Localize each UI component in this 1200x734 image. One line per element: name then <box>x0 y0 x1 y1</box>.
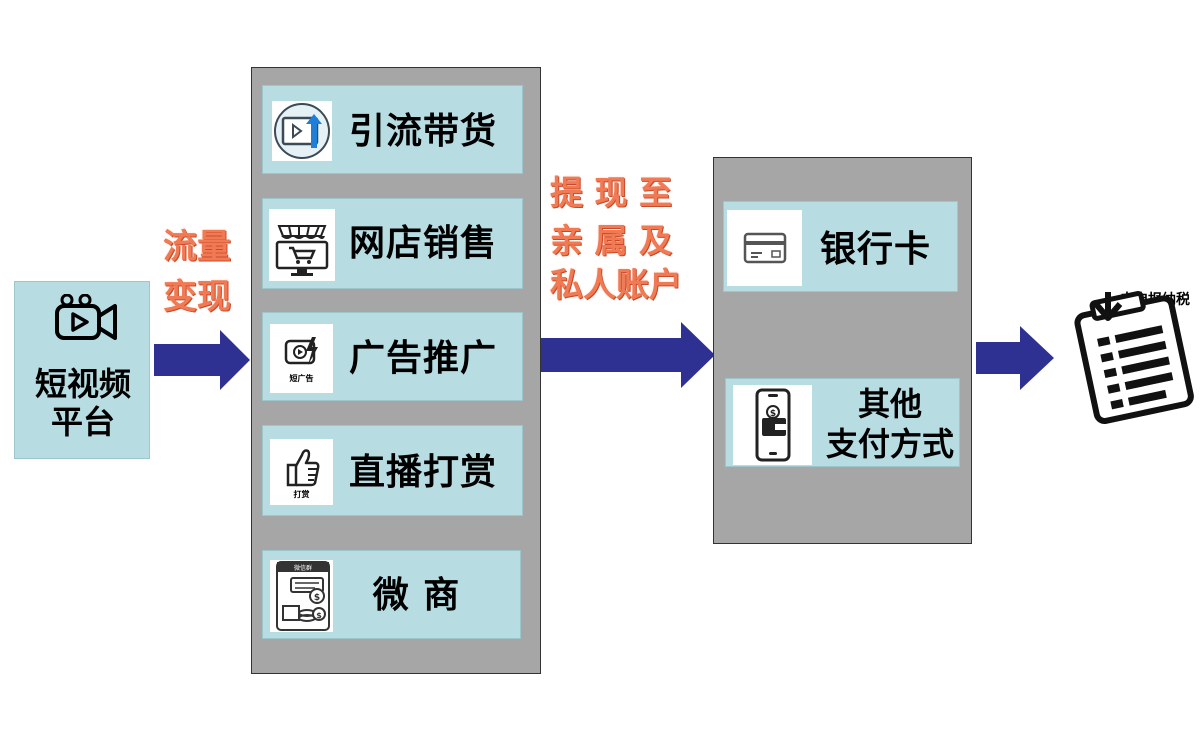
short-video-platform-box: 短视频 平台 <box>14 281 150 459</box>
tipping-icon-caption: 打赏 <box>293 489 310 499</box>
ad-icon-caption: 短广告 <box>289 374 314 383</box>
svg-text:$: $ <box>769 409 775 419</box>
arrow-channels-to-accounts <box>541 322 715 388</box>
channel-wechat-commerce: 微信群 $ $ 微 商 <box>262 550 521 639</box>
account-other-payment: $ 其他 支付方式 <box>725 378 960 467</box>
source-label-line2: 平台 <box>50 403 115 441</box>
account-label: 银行卡 <box>820 229 932 270</box>
svg-text:$: $ <box>316 611 322 620</box>
ad-promotion-icon: 短广告 <box>270 324 333 393</box>
channel-label: 引流带货 <box>349 111 498 152</box>
account-label-line2: 支付方式 <box>825 425 954 463</box>
account-bank-card: 银行卡 <box>723 201 958 292</box>
flow-label-monetize-line2: 变现 <box>163 277 231 317</box>
flow-label-withdraw-line1: 提 现 至 <box>550 173 672 212</box>
video-camera-icon <box>55 294 117 340</box>
channel-label: 网店销售 <box>349 223 498 264</box>
channel-label: 广告推广 <box>349 338 498 379</box>
wechat-commerce-icon: 微信群 $ $ <box>270 560 333 632</box>
online-store-icon <box>269 209 335 281</box>
account-label-line1: 其他 <box>857 385 922 423</box>
mobile-wallet-icon: $ <box>733 385 812 465</box>
channel-live-tipping: 打赏 直播打赏 <box>262 425 523 516</box>
source-label-line1: 短视频 <box>34 365 131 403</box>
channel-ad-promotion: 短广告 广告推广 <box>262 312 523 401</box>
flow-label-monetize-line1: 流量 <box>163 227 231 267</box>
channel-traffic-sales: 引流带货 <box>262 85 523 174</box>
wechat-icon-caption: 微信群 <box>293 564 311 572</box>
channel-label: 直播打赏 <box>349 452 498 493</box>
thumbs-up-icon: 打赏 <box>270 439 333 505</box>
video-upload-icon <box>272 101 332 161</box>
channel-online-store: 网店销售 <box>262 198 523 289</box>
svg-text:$: $ <box>313 593 319 603</box>
arrow-platform-to-channels <box>154 330 250 390</box>
bank-card-icon <box>727 210 802 286</box>
tax-form-icon <box>1074 290 1194 424</box>
arrow-accounts-to-tax <box>976 326 1054 390</box>
channel-label: 微 商 <box>372 575 461 616</box>
flow-label-withdraw-line2: 亲 属 及 <box>550 221 672 260</box>
flow-label-withdraw-line3: 私人账户 <box>550 265 682 304</box>
